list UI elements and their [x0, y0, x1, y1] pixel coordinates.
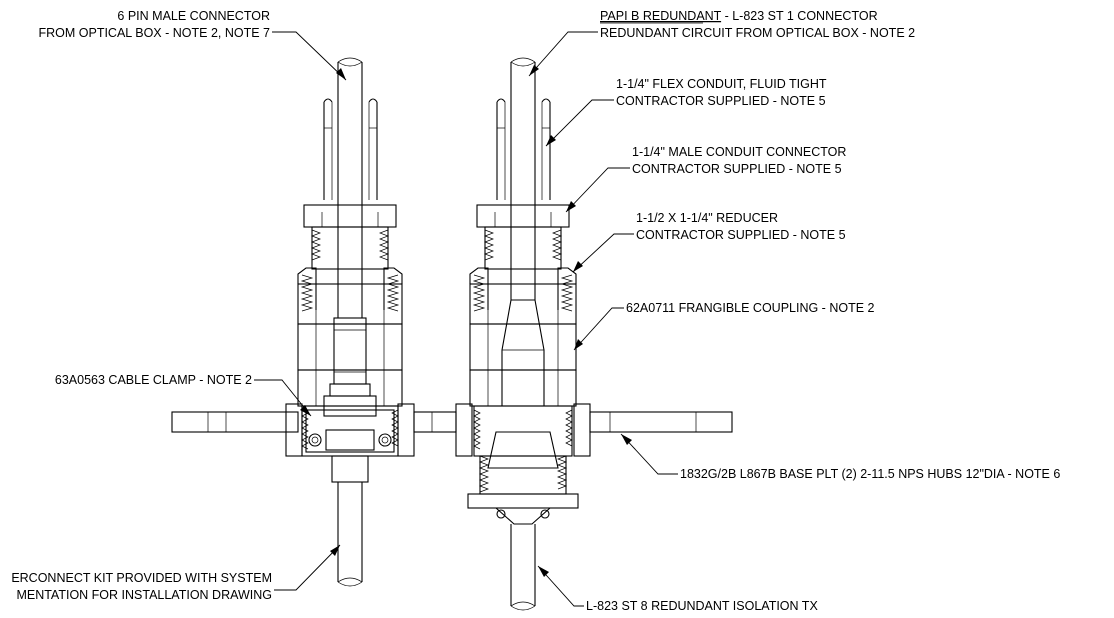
- right-lower-cable: [510, 524, 536, 611]
- label-base-plate: 1832G/2B L867B BASE PLT (2) 2-11.5 NPS H…: [680, 467, 1060, 481]
- leader-arrowheads: [300, 65, 632, 577]
- label-frangible-coupling-line1: 62A0711 FRANGIBLE COUPLING - NOTE 2: [626, 301, 875, 315]
- right-hub: [473, 405, 573, 457]
- label-base-plate-line1: 1832G/2B L867B BASE PLT (2) 2-11.5 NPS H…: [680, 467, 1060, 481]
- label-papi-redundant-underlined: PAPI B REDUNDANT: [600, 9, 722, 23]
- left-conduit-connector: [303, 204, 397, 270]
- label-interconnect-kit-line1: ERCONNECT KIT PROVIDED WITH SYSTEM: [11, 571, 272, 585]
- right-isolation-transformer: [467, 431, 579, 525]
- right-connector-boot: [501, 299, 545, 406]
- leader-lines: [254, 31, 678, 607]
- leader-isolation-tx: [537, 565, 584, 607]
- leader-frangible-coupling: [573, 307, 624, 351]
- left-assembly: [297, 57, 403, 587]
- label-pin-connector-line2: FROM OPTICAL BOX - NOTE 2, NOTE 7: [38, 26, 270, 40]
- label-isolation-tx-line1: L-823 ST 8 REDUNDANT ISOLATION TX: [586, 599, 818, 613]
- arrowhead-frangible-coupling: [574, 339, 583, 350]
- arrowhead-papi-redundant: [529, 65, 539, 76]
- right-reducer: [469, 267, 577, 312]
- label-reducer-line1: 1-1/2 X 1-1/4" REDUCER: [636, 211, 778, 225]
- label-cable-clamp-line1: 63A0563 CABLE CLAMP - NOTE 2: [55, 373, 252, 387]
- right-flex-conduit: [496, 98, 551, 200]
- label-flex-conduit: 1-1/4" FLEX CONDUIT, FLUID TIGHT CONTRAC…: [616, 77, 827, 108]
- leader-papi-redundant: [528, 31, 598, 77]
- arrowhead-flex-conduit: [546, 135, 556, 146]
- label-papi-redundant-rest: - L-823 ST 1 CONNECTOR: [721, 9, 878, 23]
- base-plate: [171, 403, 733, 457]
- leader-base-plate: [620, 433, 678, 475]
- label-flex-conduit-line1: 1-1/4" FLEX CONDUIT, FLUID TIGHT: [616, 77, 827, 91]
- arrowhead-male-conduit-connector: [566, 201, 576, 212]
- left-reducer: [297, 267, 403, 312]
- label-papi-redundant: PAPI B REDUNDANT - L-823 ST 1 CONNECTOR …: [600, 9, 915, 40]
- right-assembly: [467, 57, 579, 611]
- label-reducer: 1-1/2 X 1-1/4" REDUCER CONTRACTOR SUPPLI…: [636, 211, 846, 242]
- label-interconnect-kit-line2: MENTATION FOR INSTALLATION DRAWING: [16, 588, 272, 602]
- arrowhead-isolation-tx: [538, 566, 549, 577]
- label-pin-connector: 6 PIN MALE CONNECTOR FROM OPTICAL BOX - …: [38, 9, 270, 40]
- label-male-conduit-connector-line1: 1-1/4" MALE CONDUIT CONNECTOR: [632, 145, 846, 159]
- label-reducer-line2: CONTRACTOR SUPPLIED - NOTE 5: [636, 228, 846, 242]
- left-upper-cable: [337, 57, 363, 318]
- leader-cable-clamp: [254, 379, 312, 417]
- right-conduit-connector: [476, 204, 570, 270]
- label-papi-redundant-line1: PAPI B REDUNDANT - L-823 ST 1 CONNECTOR: [600, 9, 878, 23]
- leader-pin-connector: [272, 31, 347, 81]
- left-cable-connector-body: [323, 317, 377, 417]
- label-frangible-coupling: 62A0711 FRANGIBLE COUPLING - NOTE 2: [626, 301, 875, 315]
- arrowhead-reducer: [573, 261, 583, 272]
- label-interconnect-kit: ERCONNECT KIT PROVIDED WITH SYSTEM MENTA…: [11, 571, 272, 602]
- label-isolation-tx: L-823 ST 8 REDUNDANT ISOLATION TX: [586, 599, 818, 613]
- leader-reducer: [572, 233, 634, 273]
- arrowhead-interconnect-kit: [330, 545, 340, 556]
- arrowhead-base-plate: [621, 434, 632, 445]
- left-frangible-coupling: [297, 283, 403, 407]
- label-cable-clamp: 63A0563 CABLE CLAMP - NOTE 2: [55, 373, 252, 387]
- leader-flex-conduit: [545, 99, 614, 147]
- arrowhead-cable-clamp: [300, 405, 311, 416]
- right-upper-cable: [510, 57, 536, 300]
- leader-interconnect-kit: [274, 544, 341, 591]
- label-flex-conduit-line2: CONTRACTOR SUPPLIED - NOTE 5: [616, 94, 826, 108]
- label-male-conduit-connector: 1-1/4" MALE CONDUIT CONNECTOR CONTRACTOR…: [632, 145, 846, 176]
- label-pin-connector-line1: 6 PIN MALE CONNECTOR: [117, 9, 270, 23]
- arrowhead-pin-connector: [336, 68, 346, 80]
- label-male-conduit-connector-line2: CONTRACTOR SUPPLIED - NOTE 5: [632, 162, 842, 176]
- leader-male-conduit-connector: [565, 167, 630, 213]
- left-lower-cable: [331, 455, 369, 587]
- label-papi-redundant-line2: REDUNDANT CIRCUIT FROM OPTICAL BOX - NOT…: [600, 26, 915, 40]
- left-flex-conduit: [323, 98, 378, 200]
- left-cable-clamp: [301, 405, 399, 457]
- right-frangible-coupling: [469, 283, 577, 407]
